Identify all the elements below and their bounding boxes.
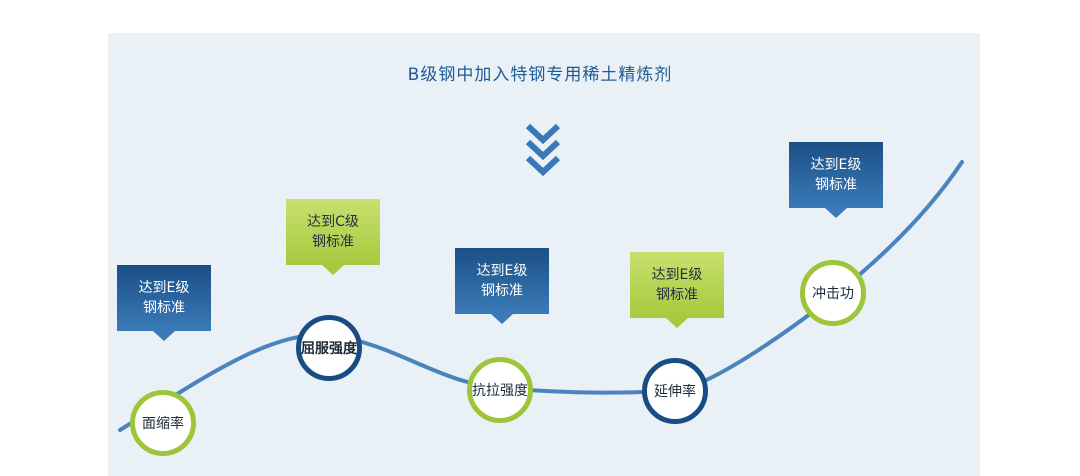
callout-tensile-strength: 达到E级 钢标准: [455, 248, 549, 314]
callout-reduction-of-area: 达到E级 钢标准: [117, 265, 211, 331]
node-tensile-strength: 抗拉强度: [467, 357, 533, 423]
callout-impact-energy: 达到E级 钢标准: [789, 142, 883, 208]
callout-yield-strength: 达到C级 钢标准: [286, 199, 380, 265]
double-chevron-down-icon: [525, 123, 561, 177]
node-impact-energy: 冲击功: [800, 260, 866, 326]
callout-elongation: 达到E级 钢标准: [630, 252, 724, 318]
diagram-title: B级钢中加入特钢专用稀土精炼剂: [407, 65, 673, 85]
node-reduction-of-area: 面缩率: [130, 390, 196, 456]
node-yield-strength: 屈服强度: [296, 315, 362, 381]
node-elongation: 延伸率: [642, 358, 708, 424]
